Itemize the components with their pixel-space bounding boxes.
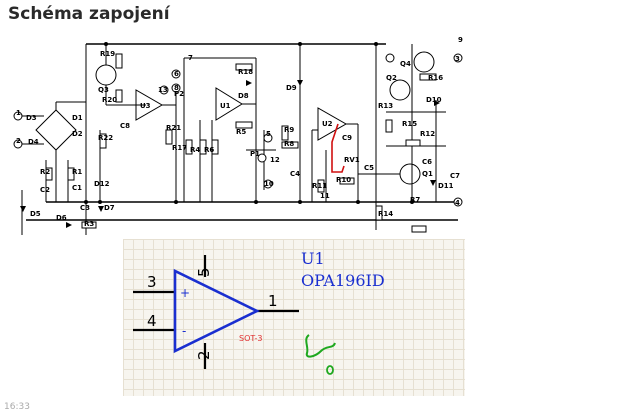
plus-sign: +	[180, 286, 190, 300]
opamp-triangle	[173, 268, 260, 354]
d6-label: D6	[56, 214, 67, 222]
p2-label: P2	[174, 90, 184, 98]
r8-label: R8	[284, 140, 294, 148]
d10-label: D10	[426, 96, 442, 104]
r4-label: R4	[190, 146, 200, 154]
terminal-1-label: 1	[16, 109, 21, 117]
r9-label: R9	[284, 126, 294, 134]
c6-label: C6	[422, 158, 432, 166]
r1-label: R1	[72, 168, 82, 176]
terminal-3-label: 3	[455, 55, 460, 63]
r21-label: R21	[166, 124, 181, 132]
d3-label: D3	[26, 114, 37, 122]
d1-label: D1	[72, 114, 83, 122]
r16-label: R16	[428, 74, 443, 82]
r3-label: R3	[84, 220, 94, 228]
r17-label: R17	[172, 144, 187, 152]
r18-label: R18	[238, 68, 253, 76]
green-scribble	[305, 334, 336, 358]
r2-label: R2	[40, 168, 50, 176]
package-label: SOT-3	[239, 334, 263, 343]
pin-minus-number: 4	[147, 312, 157, 330]
c7-label: C7	[450, 172, 460, 180]
node-8-label: 8	[174, 84, 179, 92]
d9-label: D9	[286, 84, 297, 92]
opamp-ref-label: U1	[301, 249, 325, 268]
r6-label: R6	[204, 146, 214, 154]
c2-label: C2	[40, 186, 50, 194]
p1-label: P1	[250, 150, 260, 158]
page-title: Schéma zapojení	[8, 4, 170, 24]
rv1-label: RV1	[344, 156, 360, 164]
u2-label: U2	[322, 120, 333, 128]
node-5-label: 5	[266, 130, 271, 138]
r14-label: R14	[378, 210, 393, 218]
r7-label: R7	[410, 196, 420, 204]
footer-stub: 16:33	[4, 402, 30, 412]
d8-label: D8	[238, 92, 249, 100]
r13-label: R13	[378, 102, 393, 110]
node-9-label: 9	[458, 36, 463, 44]
terminal-4-label: 4	[455, 199, 460, 207]
pin-plus-number: 3	[147, 273, 157, 291]
d4-label: D4	[28, 138, 39, 146]
node-10-label: 10	[264, 180, 274, 188]
r19-label: R19	[100, 50, 115, 58]
r20-label: R20	[102, 96, 117, 104]
c4-label: C4	[290, 170, 300, 178]
d12-label: D12	[94, 180, 110, 188]
node-12-label: 12	[270, 156, 280, 164]
pin-vplus-number: 5	[195, 267, 213, 277]
opamp-part-label: OPA196ID	[301, 271, 385, 290]
green-scribble-dot	[326, 365, 334, 375]
r15-label: R15	[402, 120, 417, 128]
q2-label: Q2	[386, 74, 397, 82]
r22-label: R22	[98, 134, 113, 142]
u1-label: U1	[220, 102, 231, 110]
q4-label: Q4	[400, 60, 411, 68]
terminal-2-label: 2	[16, 137, 21, 145]
u3-label: U3	[140, 102, 151, 110]
circuit-schematic: 1 2 3 4 D3 D1 D4 D2 D5 D6 D7 D8 D9 D10 D…	[6, 30, 475, 235]
node-6-label: 6	[174, 70, 179, 78]
r5-label: R5	[236, 128, 246, 136]
r11-label: R11	[312, 182, 327, 190]
r12-label: R12	[420, 130, 435, 138]
node-7-label: 7	[188, 54, 193, 62]
pin-vminus-number: 2	[195, 350, 213, 360]
d2-label: D2	[72, 130, 83, 138]
c3-label: C3	[80, 204, 90, 212]
c8-label: C8	[120, 122, 130, 130]
d7-label: D7	[104, 204, 115, 212]
opamp-symbol-image: 3 4 1 5 2 + - SOT-3 U1 OPA196ID	[123, 239, 465, 396]
q3-label: Q3	[98, 86, 109, 94]
c9-label: C9	[342, 134, 352, 142]
c1-label: C1	[72, 184, 82, 192]
minus-sign: -	[182, 324, 186, 338]
q1-label: Q1	[422, 170, 433, 178]
pin-out-number: 1	[268, 292, 278, 310]
d11-label: D11	[438, 182, 454, 190]
node-13-label: 13	[158, 86, 168, 94]
node-11-label: 11	[320, 192, 330, 200]
r10-label: R10	[336, 176, 351, 184]
d5-label: D5	[30, 210, 41, 218]
c5-label: C5	[364, 164, 374, 172]
